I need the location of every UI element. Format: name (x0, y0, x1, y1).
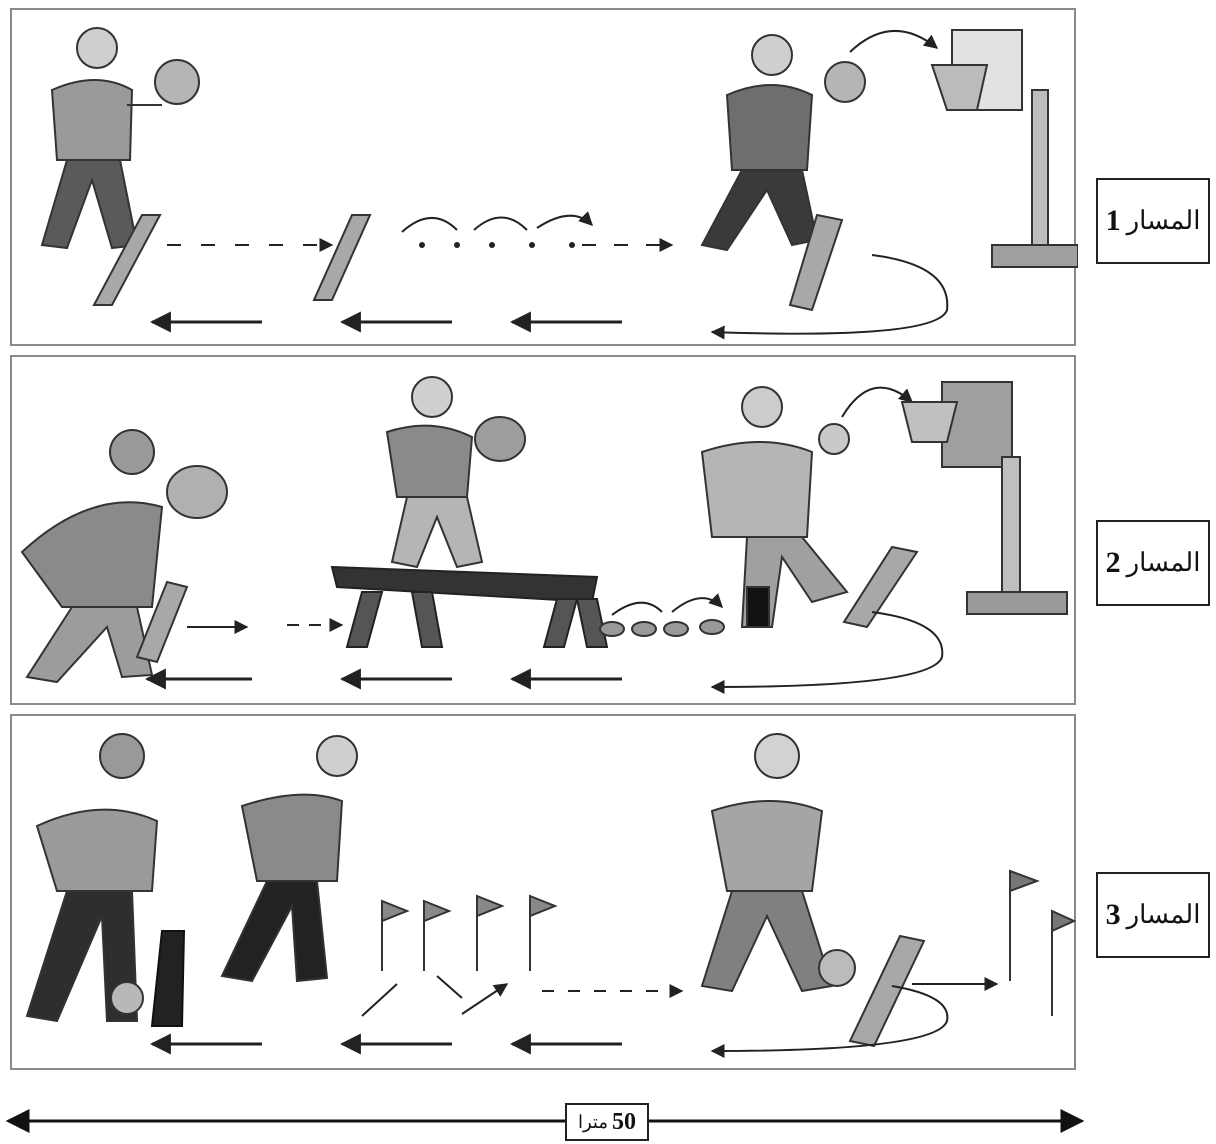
starting-board (92, 213, 844, 312)
throw-arc (849, 29, 939, 53)
slalom-flags (381, 894, 558, 971)
starting-board (150, 930, 186, 1027)
boy-player-figure (25, 733, 159, 1023)
girl-player-figure (385, 376, 484, 569)
track-number: 3 (1105, 898, 1121, 931)
coach-figure (700, 733, 834, 993)
ball-icon (818, 949, 856, 987)
basketball-hoop-icon (900, 381, 1068, 615)
return-curve (710, 985, 949, 1058)
hop-arcs (401, 216, 592, 232)
boy-player-figure (40, 27, 162, 250)
dribble-path (361, 976, 507, 1017)
hop-arcs (611, 598, 722, 615)
balance-bench (330, 565, 609, 648)
track-word: المسار (1126, 206, 1201, 236)
turn-flags (1009, 869, 1077, 1016)
basketball-icon (818, 423, 850, 455)
track-word: المسار (1126, 548, 1201, 578)
distance-arrow (5, 1109, 1085, 1133)
starting-board (848, 934, 926, 1048)
track-word: المسار (1126, 900, 1201, 930)
track-1-illustration (40, 27, 1078, 340)
basketball-hoop-icon (930, 29, 1078, 268)
hop-markers (419, 242, 575, 248)
basketball-icon (166, 465, 228, 519)
track-2-illustration (20, 376, 1068, 694)
track-2-panel (10, 355, 1076, 705)
coach-figure (700, 386, 849, 628)
hop-markers (599, 619, 725, 637)
boy-player-figure (20, 429, 164, 684)
track-3-illustration (25, 733, 1077, 1058)
girl-player-figure (220, 735, 358, 983)
track-3-panel (10, 714, 1077, 1070)
girl-player-figure (700, 34, 819, 252)
basketball-icon (154, 59, 200, 105)
return-curve (710, 611, 944, 694)
return-curve (710, 254, 949, 340)
distance-number: 50 (612, 1108, 637, 1135)
ball-icon (110, 981, 144, 1015)
distance-unit: مترا (578, 1111, 609, 1133)
basketball-icon (474, 416, 526, 462)
basketball-icon (824, 61, 866, 103)
track-number: 1 (1105, 204, 1121, 237)
track-number: 2 (1105, 546, 1121, 579)
track-1-panel (10, 8, 1078, 346)
starting-board (135, 545, 919, 664)
throw-arc (841, 386, 914, 418)
